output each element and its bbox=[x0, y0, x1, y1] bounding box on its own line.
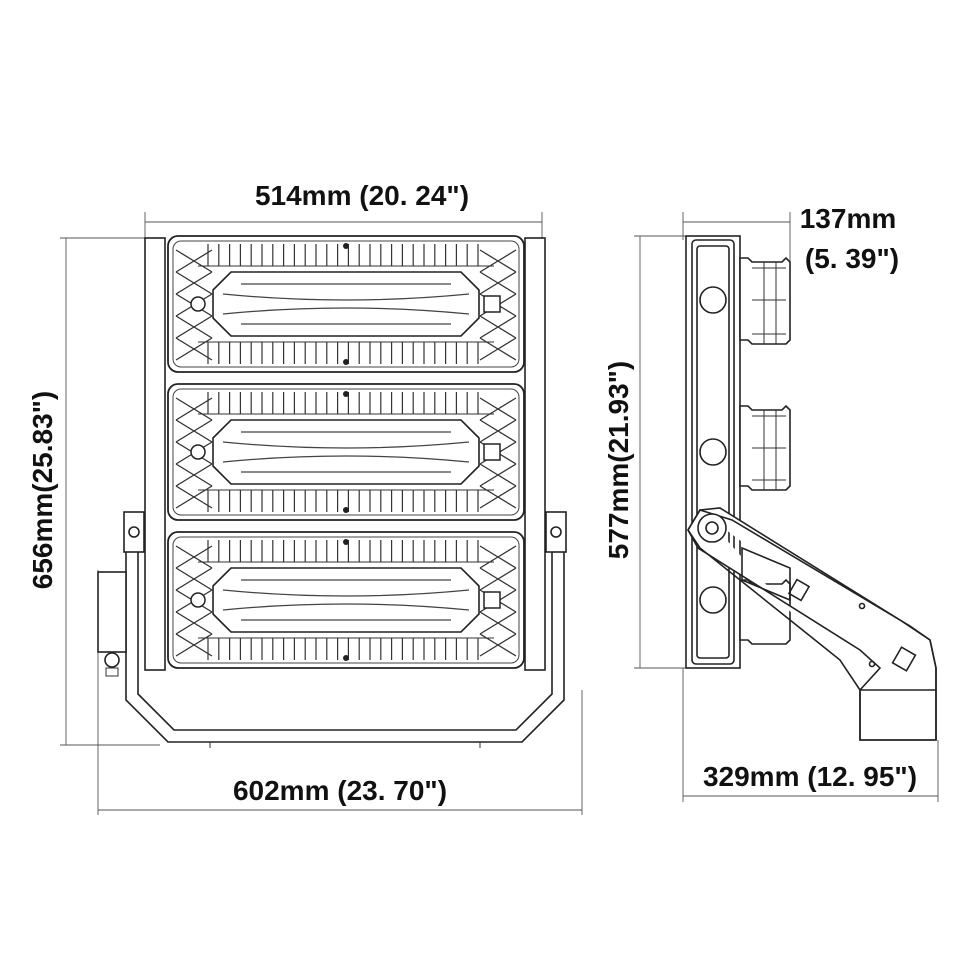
module-screw-left bbox=[190, 444, 206, 460]
module-dot-top bbox=[343, 243, 349, 249]
lens-trim bbox=[241, 579, 451, 621]
lattice-line bbox=[175, 611, 213, 635]
lattice-line bbox=[479, 337, 517, 361]
lattice-line bbox=[175, 419, 213, 443]
module-dot-bottom bbox=[343, 507, 349, 513]
side-depth-label-inch: (5. 39") bbox=[805, 243, 899, 274]
front-width-label: 514mm (20. 24") bbox=[255, 180, 469, 211]
module-dot-bottom bbox=[343, 359, 349, 365]
module-connector-right bbox=[483, 591, 501, 609]
front-view bbox=[60, 212, 583, 815]
led-modules bbox=[167, 235, 525, 669]
lattice-line bbox=[175, 567, 213, 591]
lattice-line bbox=[175, 545, 213, 569]
driver-box bbox=[97, 571, 127, 653]
lattice-line bbox=[175, 249, 213, 273]
lens-curve bbox=[222, 293, 470, 315]
lattice-line bbox=[479, 315, 517, 339]
lattice-line bbox=[175, 271, 213, 295]
led-module-inner-frame bbox=[172, 536, 520, 664]
lattice-line bbox=[175, 397, 213, 421]
side-width-dimension-line bbox=[682, 668, 939, 802]
lattice-line bbox=[175, 633, 213, 657]
heatsink-fins bbox=[739, 256, 791, 645]
front-height-dimension-line bbox=[60, 237, 160, 746]
lattice-line bbox=[479, 633, 517, 657]
side-boss-1 bbox=[699, 286, 727, 314]
left-side-rail bbox=[144, 237, 166, 671]
cable-gland bbox=[104, 652, 120, 668]
left-pivot-plate bbox=[123, 511, 145, 553]
left-pivot-bolt bbox=[128, 526, 140, 538]
lattice-line bbox=[479, 567, 517, 591]
lattice-line bbox=[175, 337, 213, 361]
arm-pivot bbox=[697, 513, 727, 543]
lattice-line bbox=[479, 419, 517, 443]
right-pivot-plate bbox=[545, 511, 567, 553]
side-view bbox=[634, 212, 939, 802]
module-connector-right bbox=[483, 443, 501, 461]
lens-curve bbox=[222, 441, 470, 463]
lattice-line bbox=[175, 463, 213, 487]
module-dot-top bbox=[343, 539, 349, 545]
lens-housing bbox=[212, 567, 480, 633]
lattice-line bbox=[479, 397, 517, 421]
right-pivot-bolt bbox=[550, 526, 562, 538]
module-dot-top bbox=[343, 391, 349, 397]
lattice-line bbox=[479, 271, 517, 295]
side-height-label: 577mm(21.93") bbox=[603, 361, 634, 560]
side-height-dimension-line bbox=[634, 235, 690, 669]
yoke-bracket bbox=[125, 520, 565, 743]
right-side-rail bbox=[524, 237, 546, 671]
module-dot-bottom bbox=[343, 655, 349, 661]
side-depth-label-mm: 137mm bbox=[800, 203, 897, 234]
lattice-line bbox=[175, 485, 213, 509]
lens-curve bbox=[222, 589, 470, 611]
module-screw-left bbox=[190, 296, 206, 312]
side-boss-2 bbox=[699, 438, 727, 466]
led-module-inner-frame bbox=[172, 240, 520, 368]
lattice-line bbox=[175, 315, 213, 339]
module-connector-right bbox=[483, 295, 501, 313]
side-width-label: 329mm (12. 95") bbox=[703, 761, 917, 792]
lattice-line bbox=[479, 545, 517, 569]
lattice-line bbox=[479, 463, 517, 487]
lattice-line bbox=[479, 611, 517, 635]
front-height-label: 656mm(25.83") bbox=[27, 391, 58, 590]
led-module-inner-frame bbox=[172, 388, 520, 516]
side-boss-3 bbox=[699, 586, 727, 614]
lattice-line bbox=[479, 485, 517, 509]
lens-trim bbox=[241, 431, 451, 473]
bracket-width-label: 602mm (23. 70") bbox=[233, 775, 447, 806]
lens-trim bbox=[241, 283, 451, 325]
side-depth-dimension-line bbox=[682, 212, 791, 262]
lens-housing bbox=[212, 419, 480, 485]
lattice-line bbox=[479, 249, 517, 273]
module-screw-left bbox=[190, 592, 206, 608]
lens-housing bbox=[212, 271, 480, 337]
